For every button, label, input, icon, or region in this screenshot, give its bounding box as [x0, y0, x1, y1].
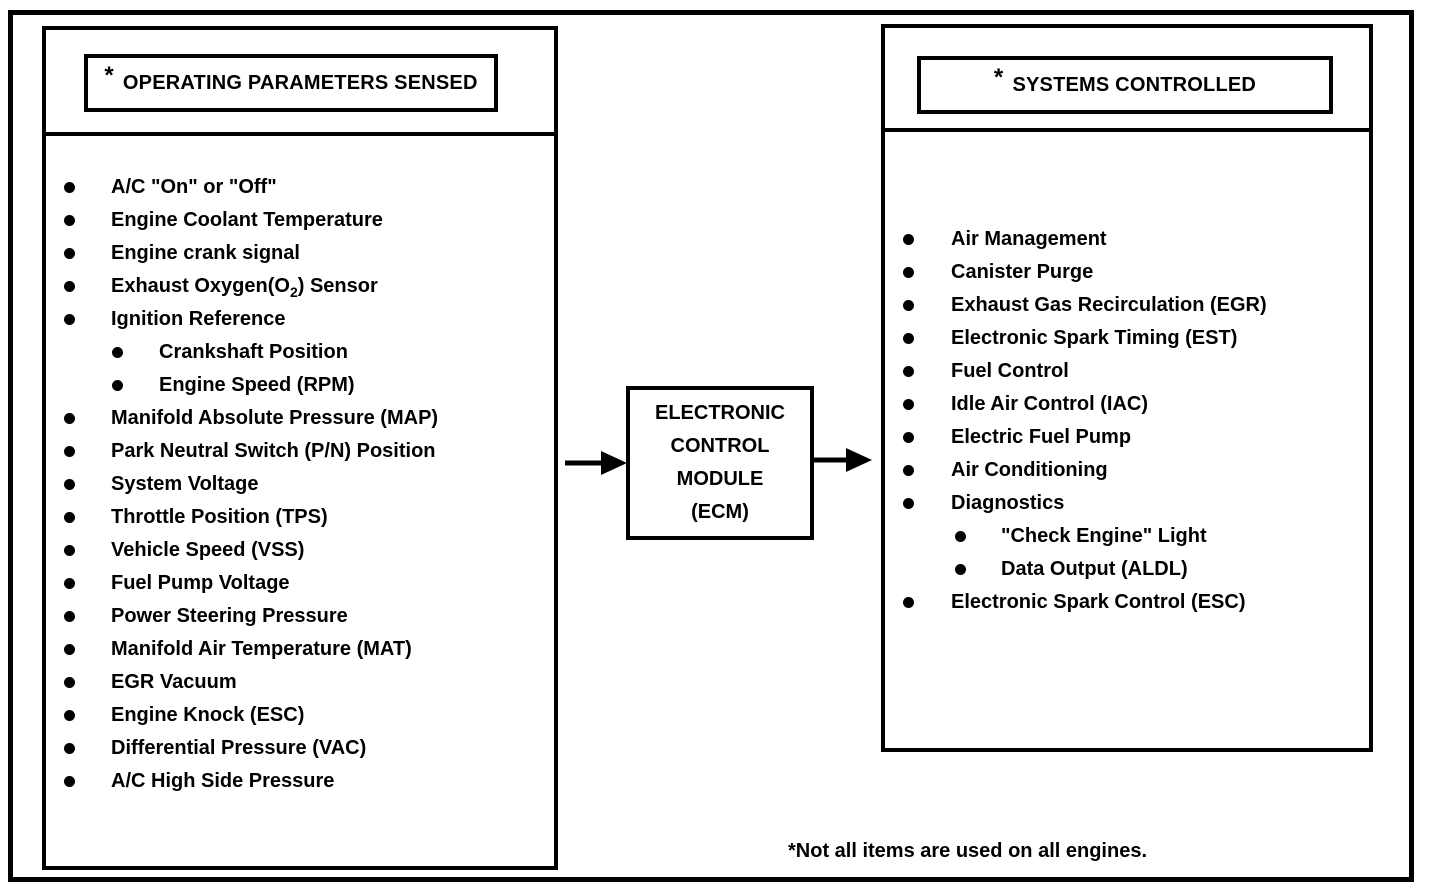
- bullet-icon: [903, 333, 914, 344]
- list-item-text: Differential Pressure (VAC): [111, 737, 367, 759]
- bullet-icon: [64, 611, 75, 622]
- bullet-icon: [903, 432, 914, 443]
- list-item-text: "Check Engine" Light: [1001, 525, 1207, 547]
- list-item-text: Throttle Position (TPS): [111, 506, 328, 528]
- bullet-icon: [903, 267, 914, 278]
- bullet-icon: [903, 498, 914, 509]
- title-asterisk: *: [993, 64, 1004, 91]
- list-item-text: Power Steering Pressure: [111, 605, 348, 627]
- list-item-text: Manifold Air Temperature (MAT): [111, 638, 412, 660]
- bullet-icon: [955, 531, 966, 542]
- title-asterisk: *: [104, 62, 114, 89]
- list-item-text: Park Neutral Switch (P/N) Position: [111, 440, 436, 462]
- list-item-text: Crankshaft Position: [159, 341, 348, 363]
- bullet-icon: [903, 300, 914, 311]
- operating-parameters-title-box: * OPERATING PARAMETERS SENSED: [84, 54, 498, 112]
- bullet-icon: [64, 644, 75, 655]
- footnote: *Not all items are used on all engines.: [788, 840, 1147, 862]
- bullet-icon: [112, 347, 123, 358]
- list-item-text: Air Conditioning: [951, 459, 1108, 481]
- output-arrow-icon: [812, 448, 872, 472]
- ecm-label-line-1: ELECTRONIC: [655, 402, 785, 424]
- list-item-text: Vehicle Speed (VSS): [111, 539, 305, 561]
- bullet-icon: [955, 564, 966, 575]
- list-item-text: A/C High Side Pressure: [111, 770, 335, 792]
- bullet-icon: [64, 281, 75, 292]
- bullet-icon: [112, 380, 123, 391]
- list-item-text: Engine Coolant Temperature: [111, 209, 383, 231]
- ecm-label-line-3: MODULE: [676, 468, 764, 490]
- bullet-icon: [64, 479, 75, 490]
- list-item-text: Canister Purge: [951, 261, 1094, 283]
- list-item-text: Exhaust Gas Recirculation (EGR): [951, 294, 1267, 316]
- bullet-icon: [64, 215, 75, 226]
- operating-parameters-panel: * OPERATING PARAMETERS SENSED A/C "On" o…: [42, 26, 558, 870]
- list-item-text: Electric Fuel Pump: [951, 426, 1132, 448]
- panel-divider: [46, 132, 554, 136]
- bullet-icon: [903, 366, 914, 377]
- systems-controlled-title-box: * SYSTEMS CONTROLLED: [917, 56, 1333, 114]
- list-item-text: Manifold Absolute Pressure (MAP): [111, 407, 439, 429]
- bullet-icon: [64, 545, 75, 556]
- list-item-text: Data Output (ALDL): [1001, 558, 1188, 580]
- bullet-icon: [903, 399, 914, 410]
- list-item-text: Electronic Spark Control (ESC): [951, 591, 1246, 613]
- bullet-icon: [64, 446, 75, 457]
- ecm-label-line-2: CONTROL: [670, 435, 770, 457]
- list-item-text: Exhaust Oxygen(O2) Sensor: [111, 275, 378, 300]
- list-item-text: Electronic Spark Timing (EST): [951, 327, 1238, 349]
- bullet-icon: [64, 743, 75, 754]
- bullet-icon: [903, 465, 914, 476]
- bullet-icon: [64, 512, 75, 523]
- list-item-text: Ignition Reference: [111, 308, 286, 330]
- list-item-text: Diagnostics: [951, 492, 1065, 514]
- bullet-icon: [903, 597, 914, 608]
- list-item-text: Idle Air Control (IAC): [951, 393, 1149, 415]
- bullet-icon: [64, 413, 75, 424]
- operating-parameters-title: OPERATING PARAMETERS SENSED: [122, 71, 478, 94]
- list-item-text: Fuel Pump Voltage: [111, 572, 290, 594]
- bullet-icon: [903, 234, 914, 245]
- ecm-label-line-4: (ECM): [691, 501, 749, 523]
- list-item-text: EGR Vacuum: [111, 671, 237, 693]
- list-item-text: Engine crank signal: [111, 242, 300, 264]
- bullet-icon: [64, 182, 75, 193]
- ecm-box: ELECTRONIC CONTROL MODULE (ECM): [626, 386, 814, 540]
- bullet-icon: [64, 248, 75, 259]
- list-item-text: Engine Knock (ESC): [111, 704, 305, 726]
- bullet-icon: [64, 578, 75, 589]
- panel-divider: [885, 128, 1369, 132]
- list-item-text: System Voltage: [111, 473, 259, 495]
- bullet-icon: [64, 710, 75, 721]
- list-item-text: Engine Speed (RPM): [159, 374, 355, 396]
- bullet-icon: [64, 314, 75, 325]
- systems-controlled-title: SYSTEMS CONTROLLED: [1012, 73, 1257, 96]
- list-item-text: Fuel Control: [951, 360, 1069, 382]
- input-arrow-icon: [565, 451, 627, 475]
- diagram-frame: [8, 10, 1414, 882]
- list-item-text: Air Management: [951, 228, 1107, 250]
- bullet-icon: [64, 677, 75, 688]
- list-item-text: A/C "On" or "Off": [111, 176, 277, 198]
- bullet-icon: [64, 776, 75, 787]
